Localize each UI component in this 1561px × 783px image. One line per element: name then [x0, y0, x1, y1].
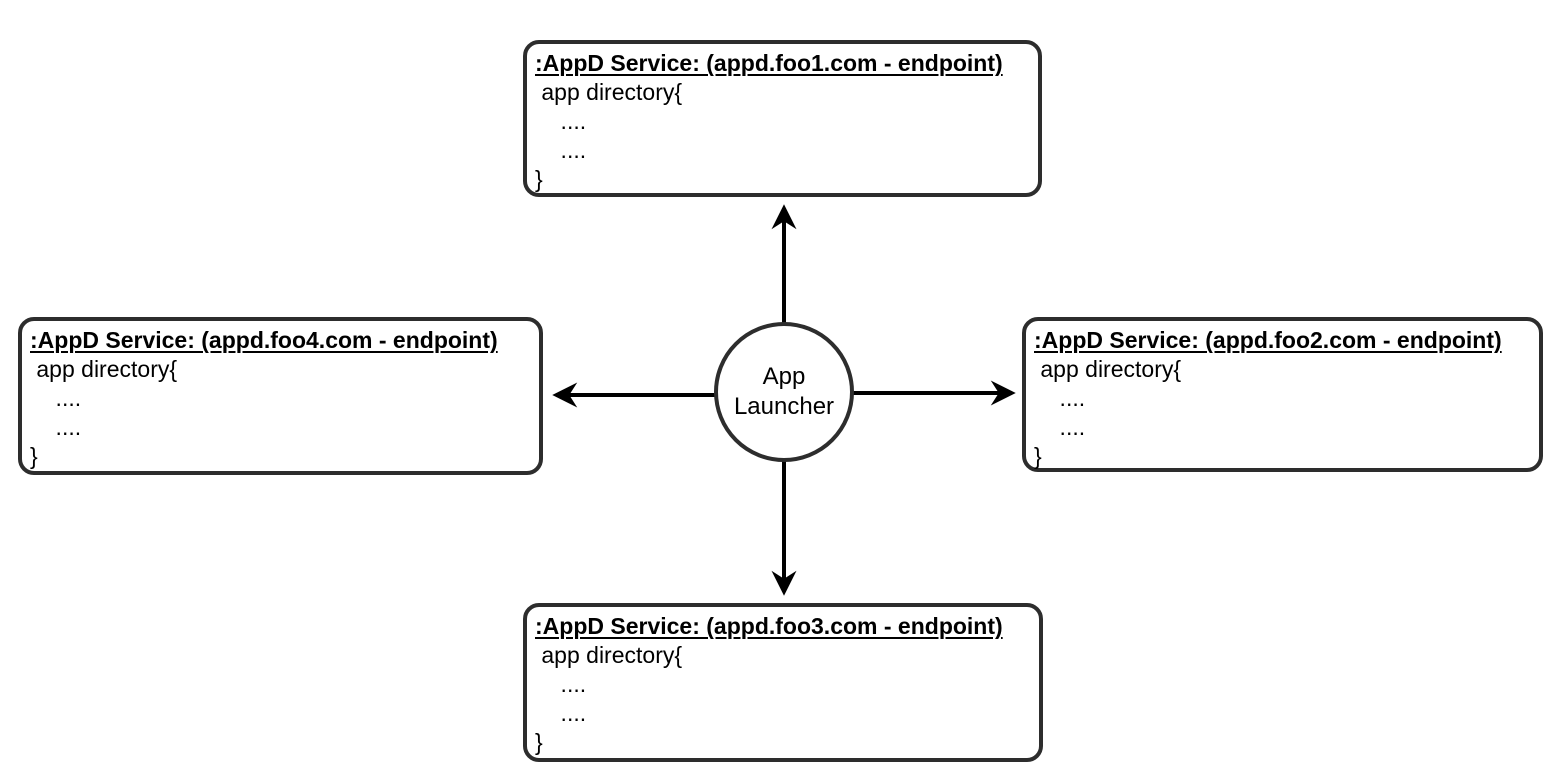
service-node-foo3: :AppD Service: (appd.foo3.com - endpoint…: [523, 603, 1043, 762]
service-node-line: app directory{: [535, 79, 683, 105]
app-launcher-label: App Launcher: [734, 362, 834, 422]
service-node-line: ....: [535, 671, 587, 697]
app-launcher-label-line1: App: [762, 363, 806, 390]
service-node-line: ....: [30, 414, 82, 440]
service-node-title: :AppD Service: (appd.foo3.com - endpoint…: [535, 613, 1003, 639]
service-node-title: :AppD Service: (appd.foo2.com - endpoint…: [1034, 327, 1502, 353]
service-node-line: ....: [535, 700, 587, 726]
service-node-foo2: :AppD Service: (appd.foo2.com - endpoint…: [1022, 317, 1543, 472]
service-node-line: ....: [1034, 385, 1086, 411]
service-node-line: }: [535, 166, 543, 192]
service-node-title: :AppD Service: (appd.foo4.com - endpoint…: [30, 327, 498, 353]
service-node-line: }: [30, 443, 38, 469]
app-launcher-label-line2: Launcher: [733, 393, 835, 420]
service-node-line: ....: [30, 385, 82, 411]
app-launcher-node: App Launcher: [714, 322, 854, 462]
service-node-line: }: [1034, 443, 1042, 469]
service-node-foo1: :AppD Service: (appd.foo1.com - endpoint…: [523, 40, 1042, 197]
service-node-line: ....: [535, 137, 587, 163]
service-node-line: }: [535, 729, 543, 755]
service-node-line: ....: [535, 108, 587, 134]
service-node-line: app directory{: [1034, 356, 1182, 382]
service-node-foo4: :AppD Service: (appd.foo4.com - endpoint…: [18, 317, 543, 475]
service-node-title: :AppD Service: (appd.foo1.com - endpoint…: [535, 50, 1003, 76]
service-node-line: app directory{: [30, 356, 178, 382]
service-node-line: app directory{: [535, 642, 683, 668]
service-node-line: ....: [1034, 414, 1086, 440]
